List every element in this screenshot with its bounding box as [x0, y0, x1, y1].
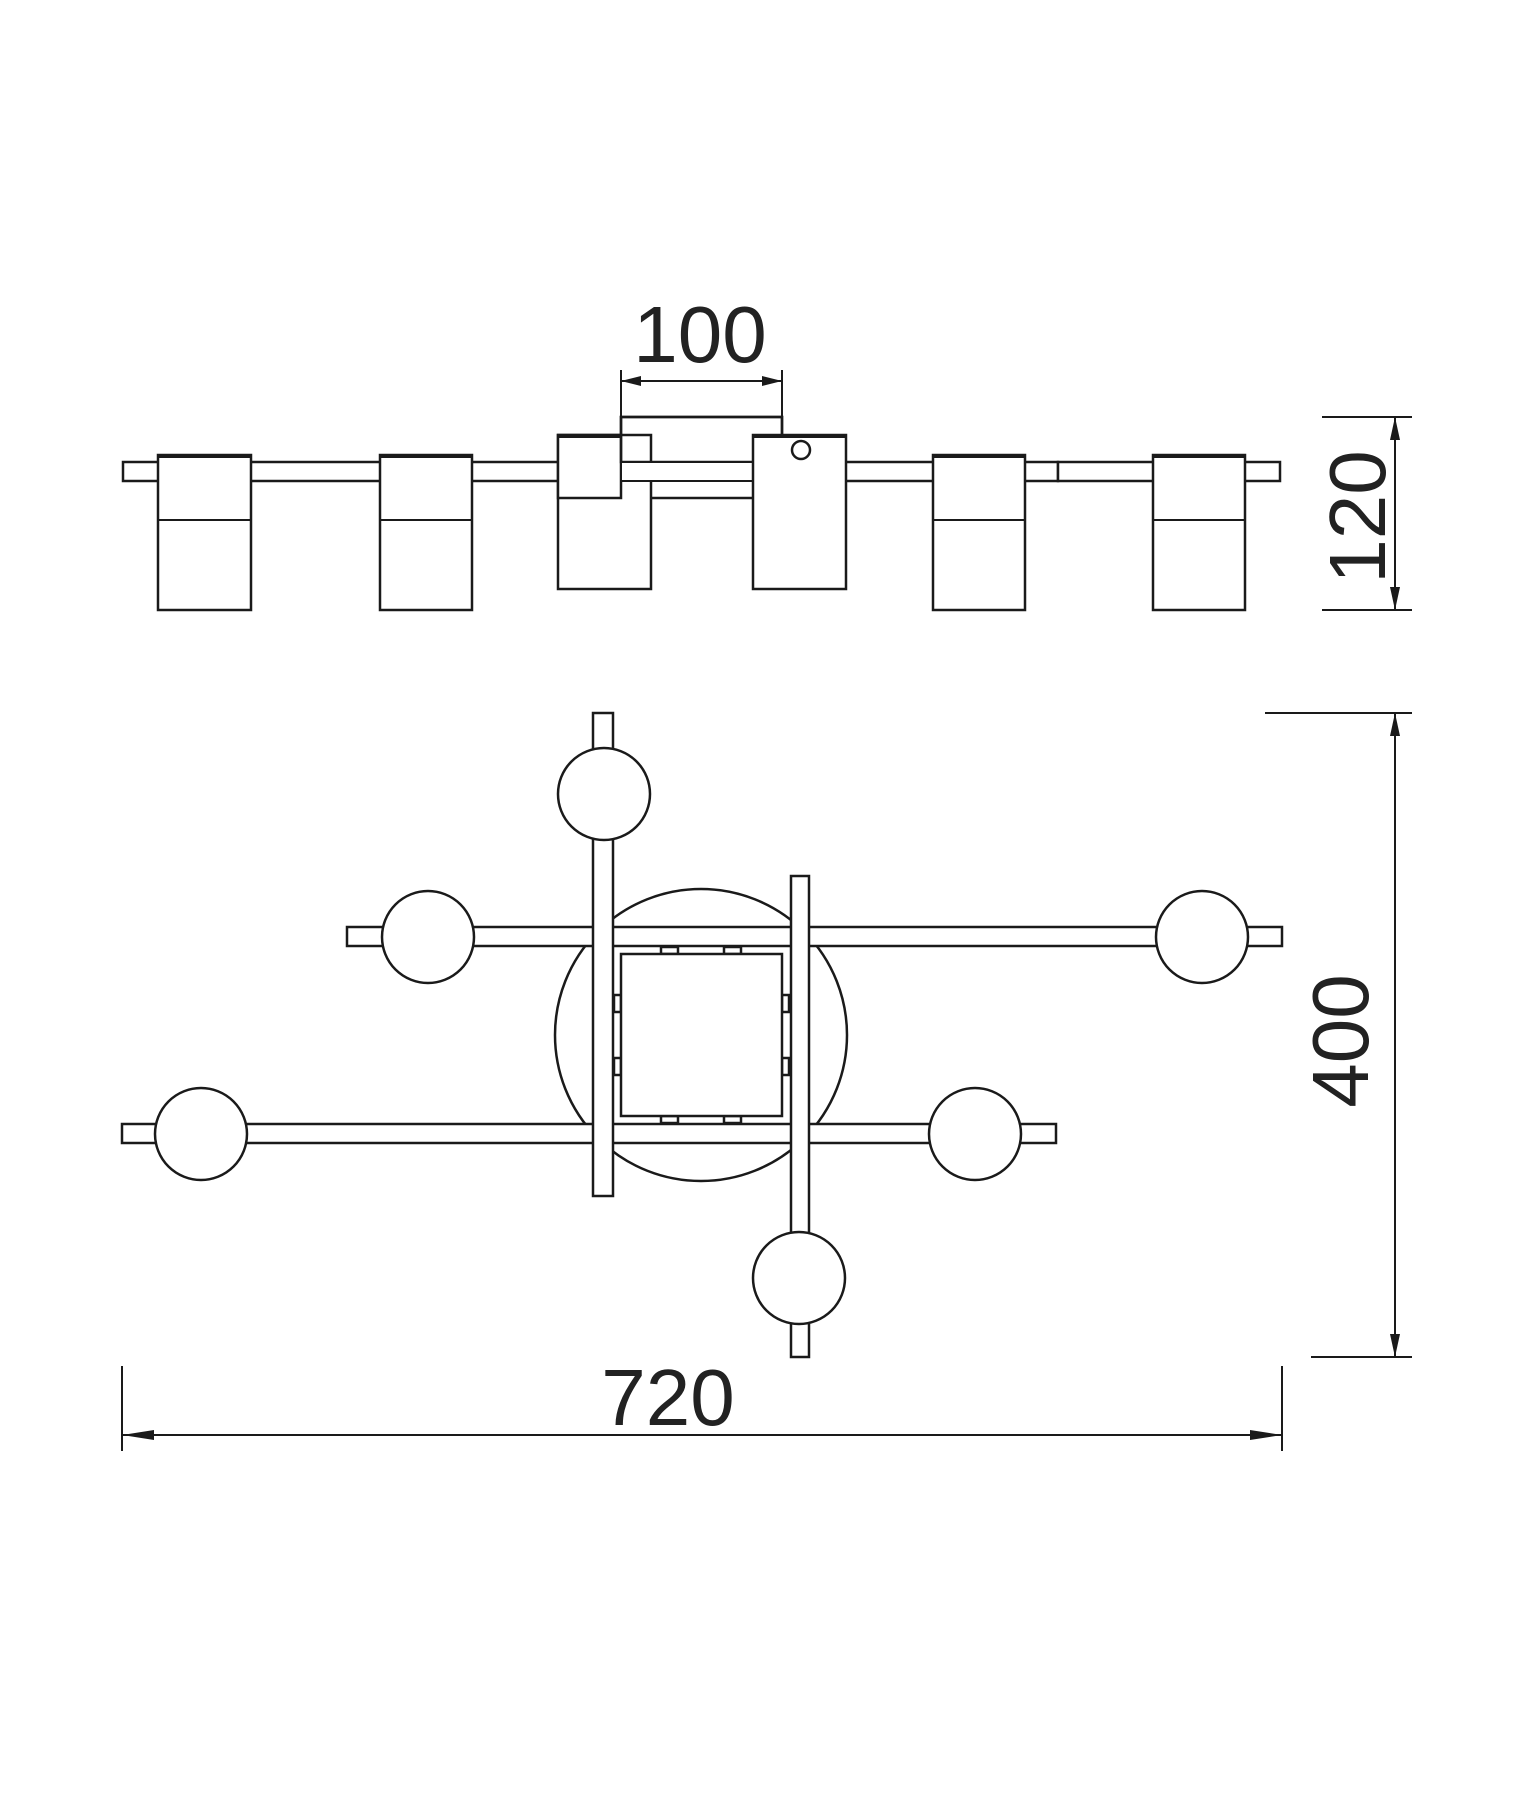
center-square	[612, 945, 791, 1125]
globe-shade	[153, 1086, 249, 1182]
globe-shade	[380, 889, 476, 985]
dimension-label-depth: 400	[1296, 974, 1385, 1107]
side-view: 100 120	[121, 290, 1412, 612]
cylinder-shade	[1151, 453, 1247, 612]
dimension-120: 120	[1313, 416, 1412, 611]
arm-lower	[120, 1122, 1058, 1145]
cylinder-shade-center-left	[556, 415, 784, 591]
arm-upper	[345, 925, 1284, 948]
cylinder-shade-center-right	[751, 433, 848, 591]
cylinder-shade	[378, 453, 474, 612]
dimension-100: 100	[620, 290, 783, 417]
globe-shade	[927, 1086, 1023, 1182]
dimension-label-height: 120	[1313, 450, 1402, 583]
dimension-label-length: 720	[601, 1353, 734, 1442]
globe-shade	[1154, 889, 1250, 985]
globe-shade	[751, 1230, 847, 1326]
dimension-400: 400	[1265, 712, 1412, 1358]
dimension-label-width: 100	[633, 290, 766, 379]
cylinder-shade	[156, 453, 253, 612]
switch-icon	[790, 439, 812, 461]
cylinder-shade	[931, 453, 1027, 612]
dimension-720: 720	[121, 1353, 1283, 1451]
top-view: 400 720	[120, 711, 1412, 1451]
globe-shade	[556, 746, 652, 842]
